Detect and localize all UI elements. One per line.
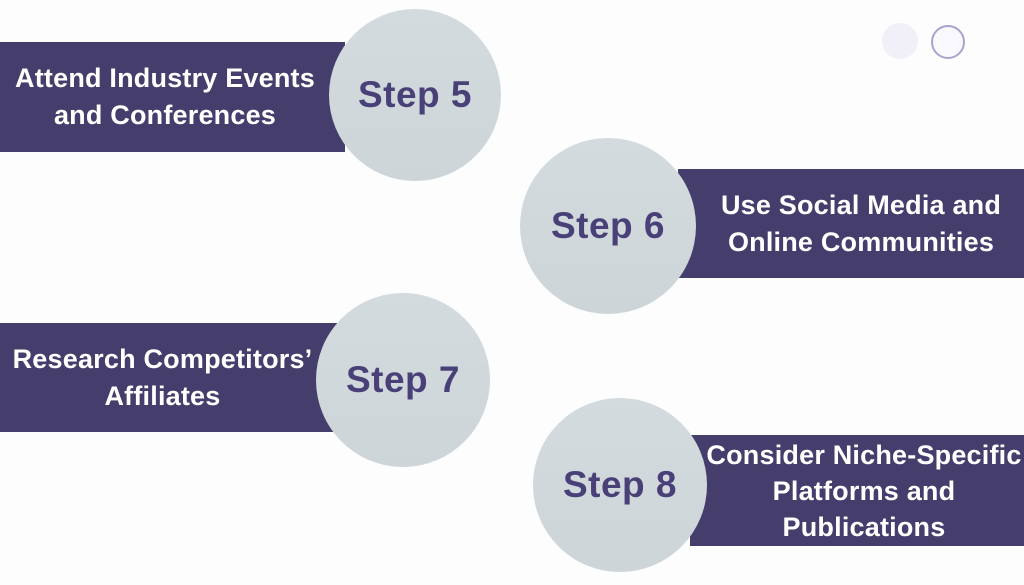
step-6-title: Use Social Media and Online Communities: [720, 189, 1002, 257]
decor-dot-filled: [882, 23, 918, 59]
step-7-circle: Step 7: [316, 293, 490, 467]
step-7-label: Step 7: [345, 359, 461, 400]
step-5-label: Step 5: [357, 74, 473, 115]
step-5-circle: Step 5: [329, 9, 501, 181]
step-8-banner: Consider Niche-Specific Platforms and Pu…: [690, 435, 1024, 546]
step-8-title: Consider Niche-Specific Platforms and Pu…: [706, 439, 1022, 542]
step-7-title: Research Competitors’ Affiliates: [12, 343, 313, 411]
step-6-label: Step 6: [550, 205, 666, 246]
step-8-label: Step 8: [562, 464, 678, 505]
step-5-banner: Attend Industry Events and Conferences: [0, 42, 345, 152]
step-6-circle: Step 6: [520, 138, 696, 314]
step-8-circle: Step 8: [533, 398, 707, 572]
step-7-banner: Research Competitors’ Affiliates: [0, 323, 337, 432]
step-6-banner: Use Social Media and Online Communities: [678, 169, 1024, 278]
decor-dot-outlined: [931, 25, 965, 59]
step-5-title: Attend Industry Events and Conferences: [15, 63, 315, 130]
